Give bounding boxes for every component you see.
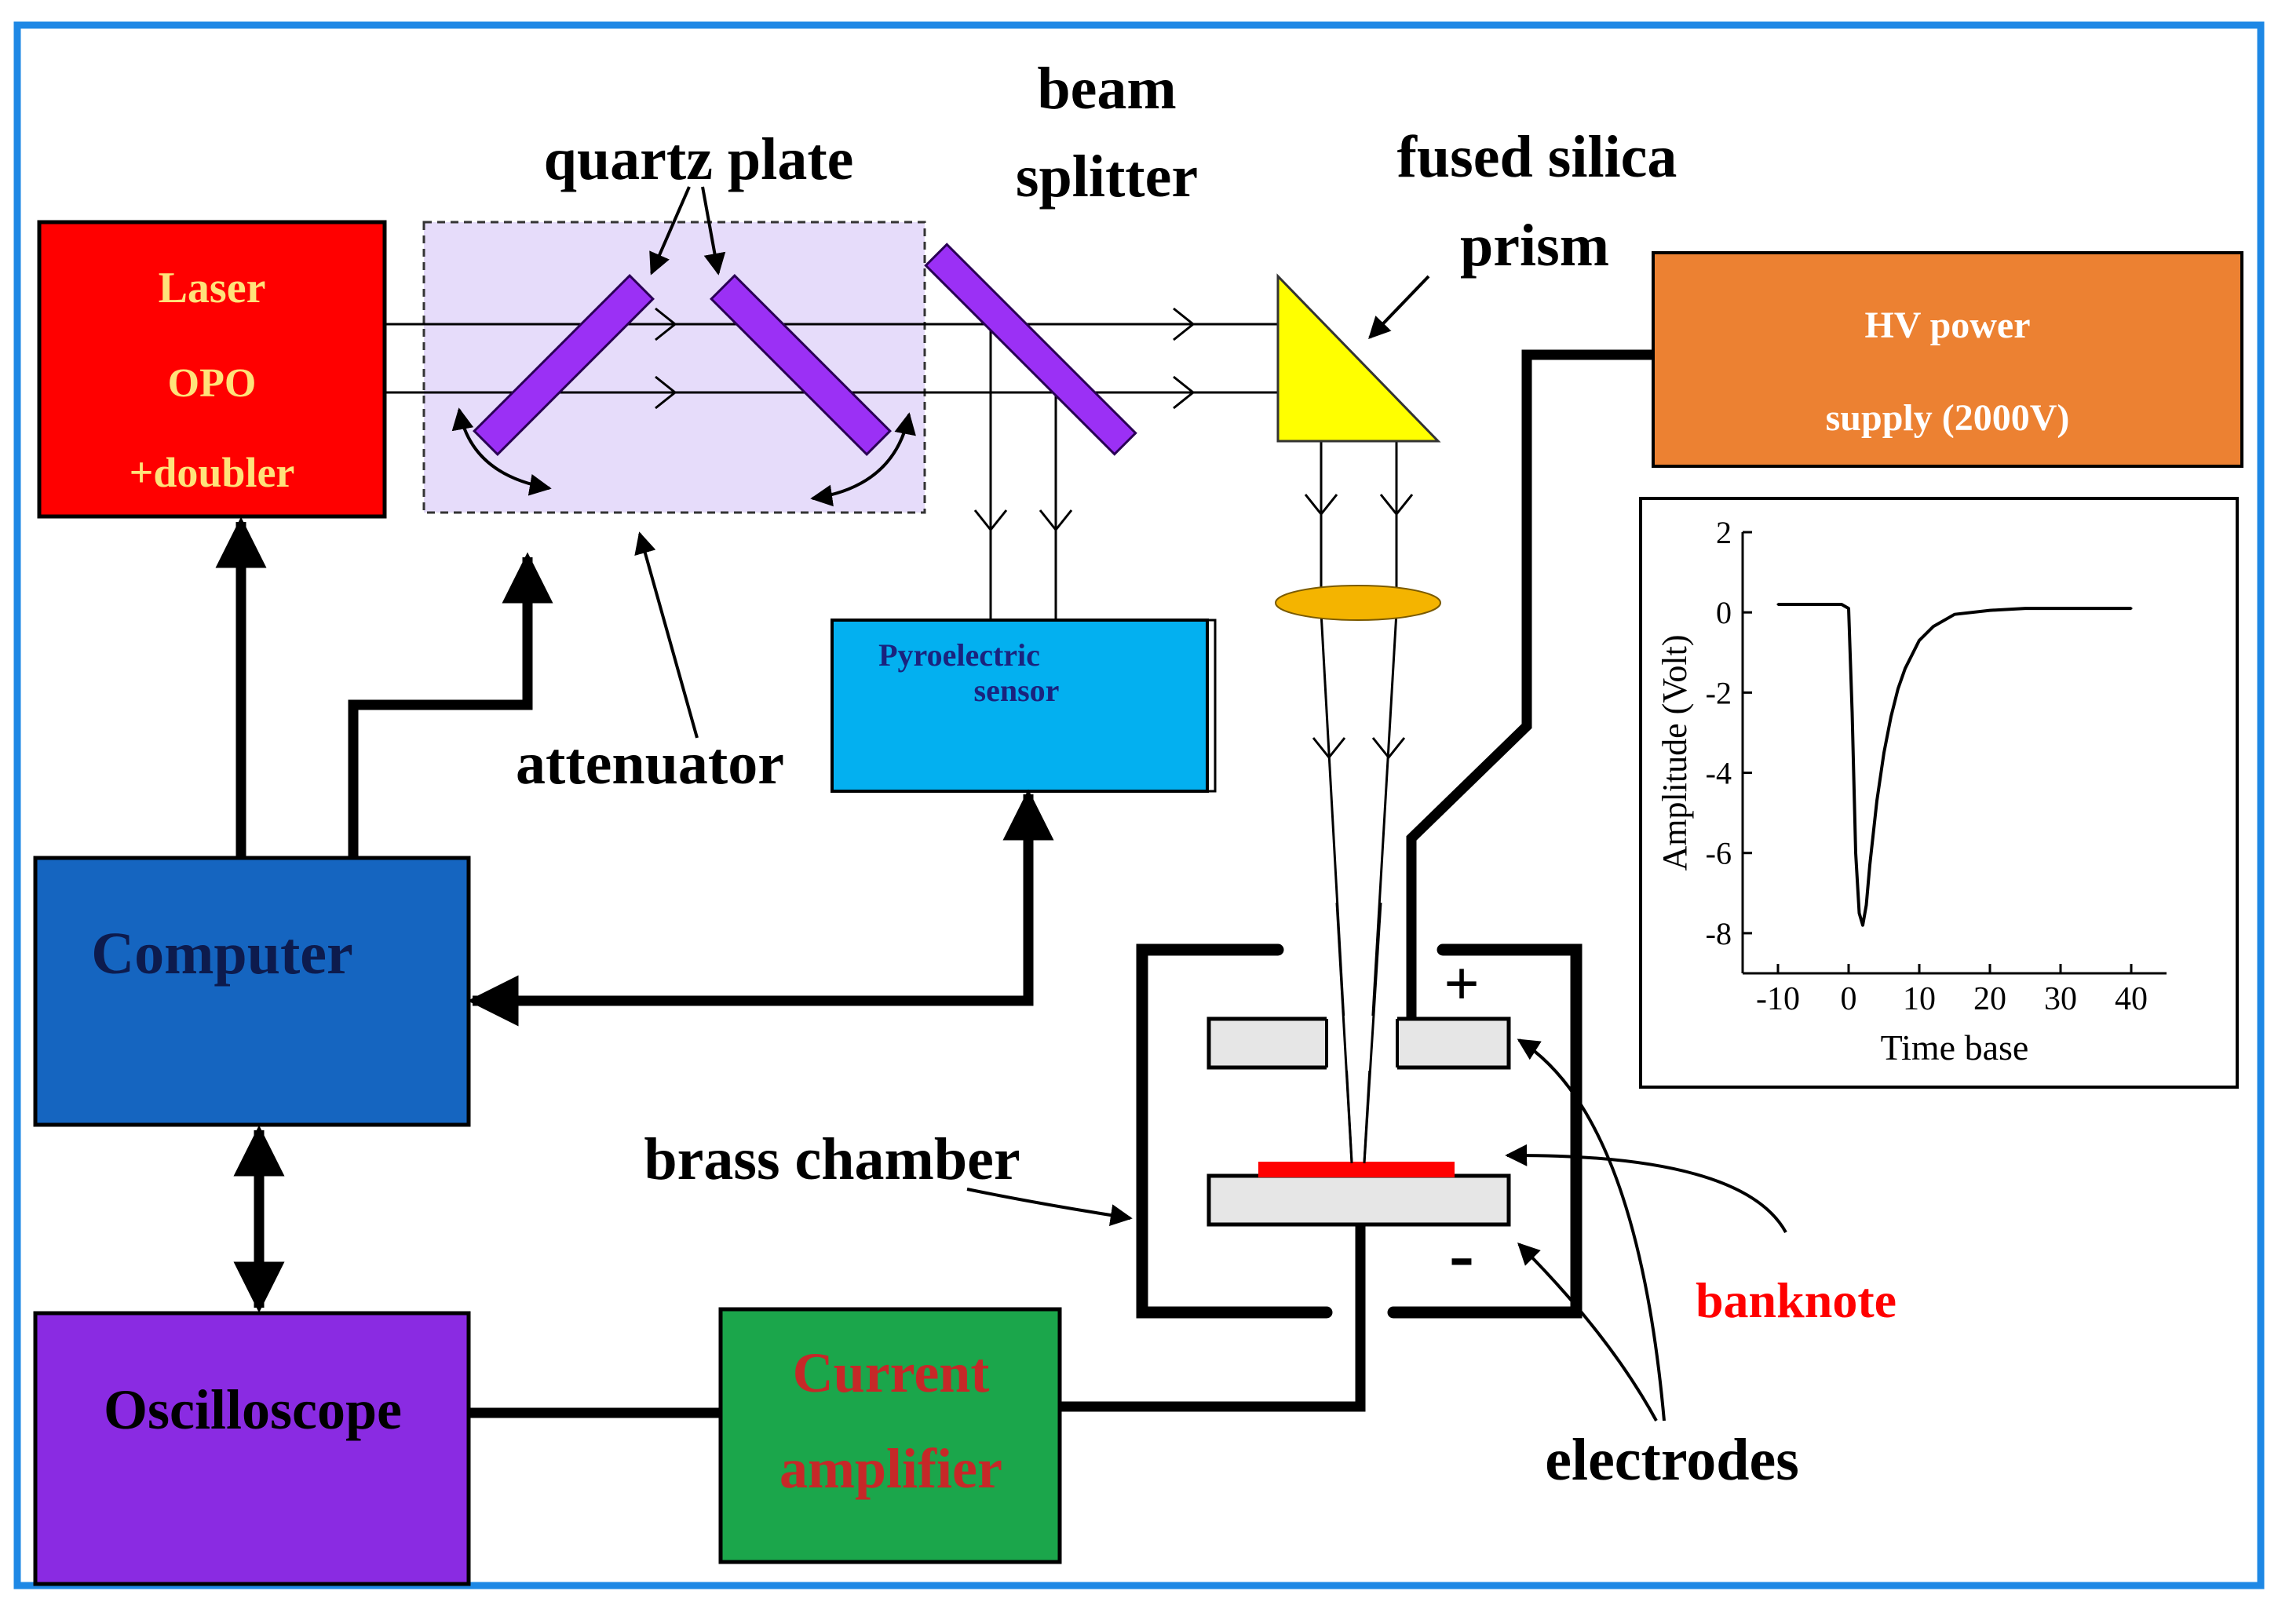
attenuator-label: attenuator xyxy=(516,731,784,797)
connection-lines xyxy=(215,349,1653,1418)
prism-label: prism xyxy=(1460,213,1609,279)
quartz-plate-label: quartz plate xyxy=(544,126,854,192)
electrodes xyxy=(1207,1016,1511,1227)
pyro-label-2: sensor xyxy=(974,673,1060,708)
amplifier-label-1: Current xyxy=(793,1341,990,1404)
chart-x-tick-label: -10 xyxy=(1756,981,1800,1017)
chart-series-line xyxy=(1778,603,2131,927)
inset-chart-frame xyxy=(1639,497,2239,1089)
amplifier-electrode-line xyxy=(1060,1222,1366,1412)
laser-label-1: Laser xyxy=(159,264,266,312)
chart-data-point xyxy=(1776,603,1780,606)
plus-sign: + xyxy=(1444,950,1480,1019)
chart-data-point xyxy=(1868,863,1871,867)
bottom-electrode xyxy=(1207,1173,1511,1227)
chart-data-point xyxy=(1953,613,1956,616)
chart-y-tick-label: -2 xyxy=(1706,675,1732,710)
chart-x-tick-label: 30 xyxy=(2044,981,2077,1017)
focusing-lens xyxy=(1275,585,1441,621)
chart-data-point xyxy=(1847,607,1850,610)
laser-label-2: OPO xyxy=(168,361,257,406)
chart-data-point xyxy=(2059,607,2062,610)
chart-data-point xyxy=(1889,715,1893,718)
current-amplifier-box: Current amplifier xyxy=(718,1307,1062,1564)
chart-y-tick-label: 2 xyxy=(1716,515,1732,550)
chart-data-point xyxy=(1904,667,1907,670)
labels: quartz plate beam splitter fused silica … xyxy=(516,56,1897,1493)
laser-label-3: +doubler xyxy=(130,449,295,496)
chart-data-point xyxy=(1875,799,1878,802)
pyroelectric-sensor: Pyroelectric sensor xyxy=(831,619,1217,793)
chart-x-label: Time base xyxy=(1881,1027,2029,1067)
chart-x-tick-label: 20 xyxy=(1973,981,2006,1017)
pyro-to-computer-arrow xyxy=(467,789,1054,1027)
pyro-box-rect xyxy=(831,619,1209,793)
chart-y-tick-label: -8 xyxy=(1706,916,1732,951)
chart-data-point xyxy=(1812,603,1815,606)
chart-data-point xyxy=(1851,711,1853,714)
hv-box-rect xyxy=(1652,251,2243,468)
beam-direction-arrows xyxy=(655,307,1414,760)
oscilloscope-label: Oscilloscope xyxy=(104,1378,402,1441)
computer-box: Computer xyxy=(33,856,471,1127)
brass-chamber-label: brass chamber xyxy=(644,1126,1020,1192)
banknote-sample xyxy=(1258,1162,1455,1177)
chart-data-point xyxy=(1918,639,1921,642)
oscilloscope-box-rect xyxy=(33,1311,471,1586)
chart-data-point xyxy=(1897,687,1900,690)
computer-label: Computer xyxy=(91,921,353,987)
fused-silica-label: fused silica xyxy=(1397,124,1677,190)
hv-to-electrode-line xyxy=(1406,349,1653,1019)
splitter-label: splitter xyxy=(1016,144,1198,210)
chart-data-point xyxy=(1865,903,1867,907)
chart-x-tick-label: 40 xyxy=(2115,981,2148,1017)
banknote-label: banknote xyxy=(1696,1272,1897,1328)
chart-data-point xyxy=(1932,625,1935,628)
minus-sign: - xyxy=(1449,1212,1474,1296)
computer-to-attenuator-arrow xyxy=(348,552,553,858)
chart-data-point xyxy=(1854,852,1857,855)
chart-y-label: Amplitude (Volt) xyxy=(1656,634,1694,870)
beam-splitter xyxy=(924,243,1137,456)
chart-x-tick-label: 0 xyxy=(1841,981,1857,1017)
chart-data-point xyxy=(1861,924,1864,927)
pyro-label-1: Pyroelectric xyxy=(878,637,1040,673)
chart-y-tick-label: -4 xyxy=(1706,756,1732,791)
electrode-aperture xyxy=(1327,1016,1397,1071)
chart-data-point xyxy=(2130,607,2133,610)
chart-data-point xyxy=(1840,603,1843,606)
hv-label-2: supply (2000V) xyxy=(1826,397,2070,439)
chart-data-point xyxy=(1858,911,1860,914)
hv-power-supply: HV power supply (2000V) xyxy=(1652,251,2243,468)
chart-y-tick-label: -6 xyxy=(1706,836,1732,871)
chart-data-point xyxy=(1988,609,1991,612)
beam-label: beam xyxy=(1037,56,1176,122)
laser-box-rect xyxy=(37,220,387,519)
chart-data-point xyxy=(1882,751,1886,754)
hv-label-1: HV power xyxy=(1864,305,2030,346)
plate-rotation-arrows xyxy=(451,407,916,507)
amplifier-box-rect xyxy=(718,1307,1062,1564)
fused-silica-prism xyxy=(1276,273,1441,443)
amplifier-label-2: amplifier xyxy=(779,1437,1002,1500)
chart-x-tick-label: 10 xyxy=(1903,981,1936,1017)
chart-y-tick-label: 0 xyxy=(1716,595,1732,630)
label-arrows xyxy=(634,186,1787,1421)
chart-data-point xyxy=(2024,607,2027,610)
laser-box: Laser OPO +doubler xyxy=(37,220,387,519)
computer-box-rect xyxy=(33,856,471,1127)
oscilloscope-box: Oscilloscope xyxy=(33,1311,471,1586)
brass-chamber xyxy=(1136,943,1583,1319)
electrodes-label: electrodes xyxy=(1545,1427,1799,1493)
